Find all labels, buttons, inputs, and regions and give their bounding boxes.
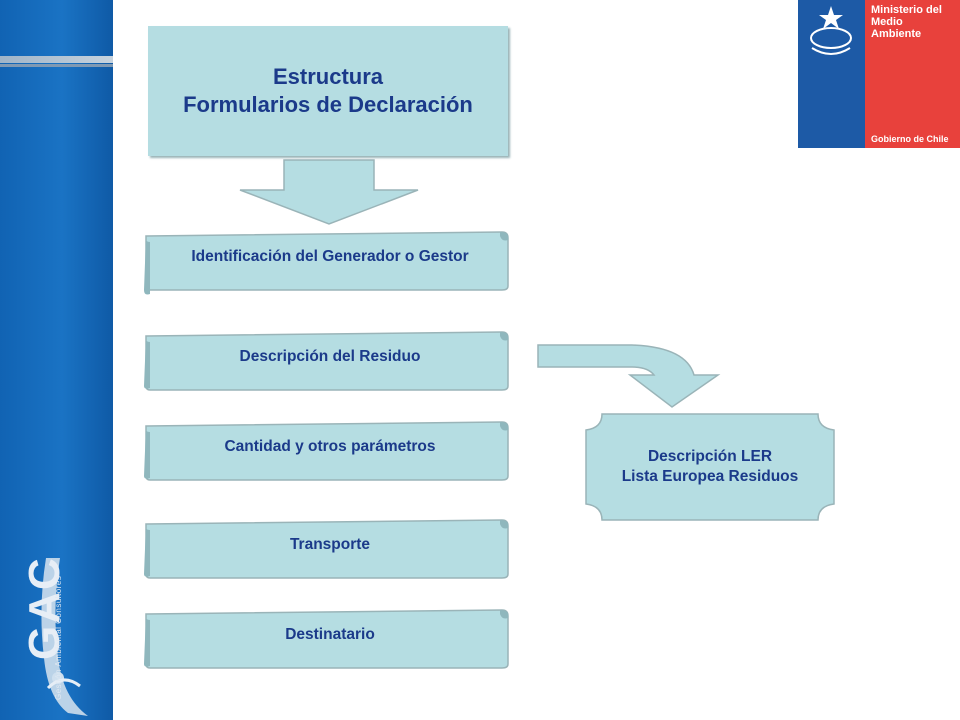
ler-description-box: Descripción LER Lista Europea Residuos [584, 412, 836, 522]
step-transporte: Transporte [140, 516, 510, 579]
gac-logo-subtitle: Gestión Ambiental Consultores [54, 575, 63, 700]
step-label: Transporte [289, 536, 371, 553]
logo-title-line-2: Medio [871, 16, 903, 28]
logo-title-line-1: Ministerio del [871, 4, 942, 16]
gac-logo-graphic [41, 558, 88, 716]
scroll-shape [144, 519, 509, 579]
logo-red-panel [865, 0, 960, 148]
logo-blue-panel [798, 0, 865, 148]
down-arrow-icon [239, 159, 419, 225]
step-cantidad: Cantidad y otros parámetros [140, 418, 510, 481]
step-label: Destinatario [285, 626, 375, 643]
step-label: Cantidad y otros parámetros [224, 438, 436, 455]
header-title-line-2: Formularios de Declaración [183, 92, 473, 117]
sidebar-stripe-dark [0, 64, 113, 67]
logo-title-line-3: Ambiente [871, 28, 922, 40]
curved-arrow-icon [537, 344, 721, 408]
header-title-line-1: Estructura [272, 64, 384, 89]
plaque-shape [585, 413, 835, 521]
scroll-shape [144, 231, 509, 295]
scroll-shape [144, 609, 509, 669]
sidebar-stripe [0, 56, 113, 63]
step-label: Identificación del Generador o Gestor [191, 248, 469, 265]
ler-title: Descripción LER [647, 448, 773, 465]
scroll-shape [144, 421, 509, 481]
step-descripcion-residuo: Descripción del Residuo [140, 328, 510, 391]
step-identificacion: Identificación del Generador o Gestor [140, 228, 510, 295]
logo-ministry-title: Ministerio del Medio Ambiente [871, 4, 942, 40]
logo-gobierno-footer: Gobierno de Chile [871, 134, 949, 144]
chile-coat-of-arms-icon [810, 6, 852, 55]
ler-subtitle: Lista Europea Residuos [621, 468, 799, 485]
header-box: Estructura Formularios de Declaración [148, 26, 508, 156]
scroll-shape [144, 331, 509, 391]
step-label: Descripción del Residuo [239, 348, 421, 365]
ler-text: Descripción LER Lista Europea Residuos [584, 412, 836, 522]
step-destinatario: Destinatario [140, 606, 510, 669]
ministerio-medio-ambiente-logo: Ministerio del Medio Ambiente Gobierno d… [798, 0, 960, 148]
left-sidebar: GAC Gestión Ambiental Consultores [0, 0, 113, 720]
